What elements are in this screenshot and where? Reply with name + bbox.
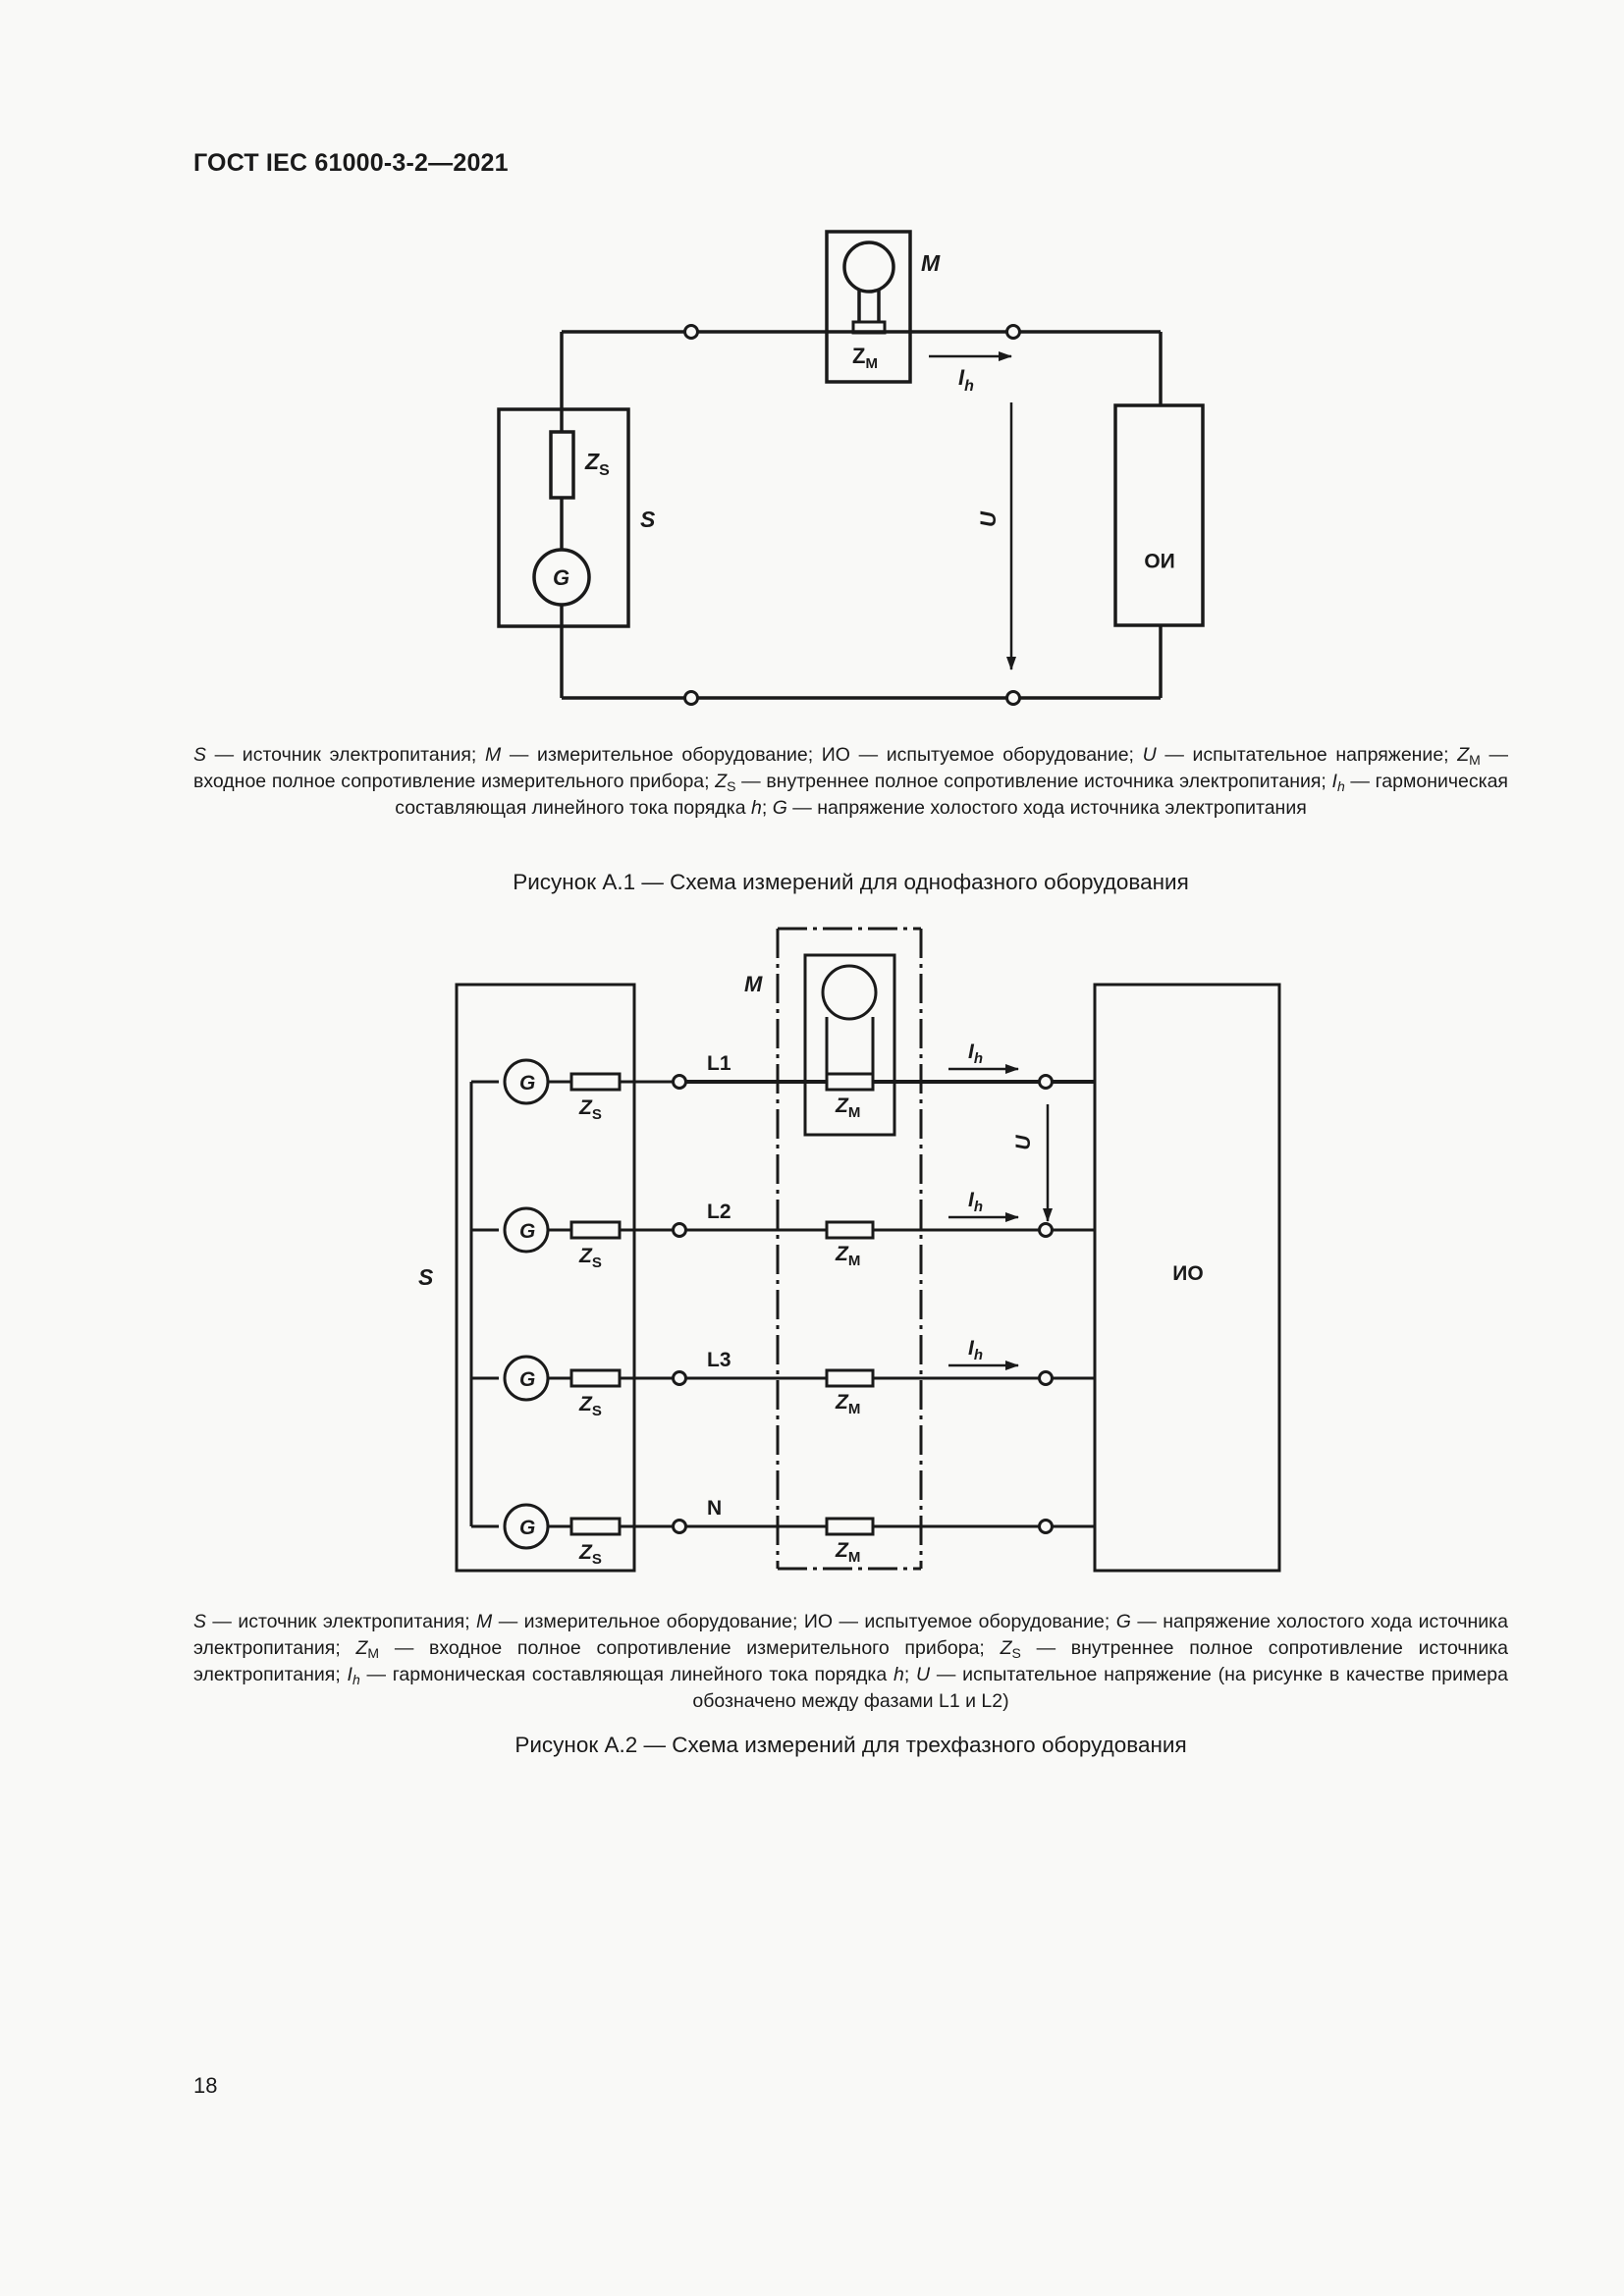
current-label: Ih bbox=[968, 1041, 983, 1067]
meter-box bbox=[825, 230, 912, 384]
terminal bbox=[1005, 690, 1021, 706]
page-number: 18 bbox=[193, 2073, 218, 2098]
phase-label: L1 bbox=[707, 1052, 731, 1075]
terminal bbox=[1038, 1370, 1054, 1386]
zs-resistor bbox=[569, 1220, 622, 1240]
generator-label: G bbox=[519, 1368, 535, 1391]
terminal bbox=[1038, 1074, 1054, 1090]
zs-label: ZS bbox=[578, 1096, 602, 1123]
zs-resistor bbox=[549, 430, 575, 500]
terminal bbox=[1005, 324, 1021, 340]
current-label: Ih bbox=[958, 365, 974, 395]
generator-label: G bbox=[519, 1072, 535, 1095]
meter-symbol bbox=[842, 240, 895, 294]
generator-label: G bbox=[553, 565, 569, 590]
eut-label: ИО bbox=[1172, 1262, 1203, 1285]
terminal bbox=[672, 1074, 687, 1090]
generator-label: G bbox=[519, 1220, 535, 1243]
zs-label: ZS bbox=[578, 1245, 602, 1271]
phase-label: N bbox=[707, 1497, 722, 1520]
eut-label: ИО bbox=[1144, 549, 1174, 571]
figure-a2-caption: Рисунок А.2 — Схема измерений для трехфа… bbox=[514, 1733, 1187, 1757]
zs-resistor bbox=[569, 1517, 622, 1536]
meter-symbol bbox=[821, 964, 878, 1021]
zs-resistor bbox=[569, 1072, 622, 1092]
terminal bbox=[672, 1370, 687, 1386]
source-box bbox=[455, 983, 636, 1573]
zm-resistor bbox=[825, 1368, 875, 1388]
phase-label: L3 bbox=[707, 1349, 731, 1371]
eut-box bbox=[1113, 403, 1205, 627]
zm-resistor bbox=[825, 1220, 875, 1240]
zm-label: ZM bbox=[835, 1243, 860, 1269]
phase-label: L2 bbox=[707, 1201, 731, 1223]
document-header: ГОСТ IEC 61000-3-2—2021 bbox=[193, 149, 509, 177]
meter-label: M bbox=[921, 250, 941, 276]
figure-a1-single-phase-diagram: M S G ИО ZS ZM Ih U bbox=[497, 230, 1205, 706]
figure-a1-caption: Рисунок А.1 — Схема измерений для однофа… bbox=[513, 870, 1189, 894]
source-label: S bbox=[418, 1264, 434, 1290]
eut-box bbox=[1093, 983, 1281, 1573]
source-box bbox=[497, 407, 630, 628]
zm-resistor bbox=[825, 1072, 875, 1092]
figure-a1-legend: S — источник электропитания; M — измерит… bbox=[193, 744, 1508, 819]
zm-label: ZM bbox=[852, 344, 878, 372]
zm-label: ZM bbox=[835, 1095, 860, 1121]
terminal bbox=[1038, 1222, 1054, 1238]
meter-box bbox=[803, 953, 896, 1137]
source-label: S bbox=[640, 507, 656, 532]
current-label: Ih bbox=[968, 1189, 983, 1215]
zm-resistor bbox=[851, 320, 887, 335]
generator-label: G bbox=[519, 1517, 535, 1539]
zs-label: ZS bbox=[578, 1541, 602, 1568]
terminal bbox=[1038, 1519, 1054, 1534]
voltage-label: U bbox=[1012, 1135, 1035, 1150]
voltage-label: U bbox=[976, 510, 1001, 527]
zs-label: ZS bbox=[584, 449, 610, 479]
zs-resistor bbox=[569, 1368, 622, 1388]
zm-label: ZM bbox=[835, 1391, 860, 1417]
terminal bbox=[672, 1519, 687, 1534]
terminal bbox=[683, 690, 699, 706]
zs-label: ZS bbox=[578, 1393, 602, 1419]
zm-label: ZM bbox=[835, 1539, 860, 1566]
figure-a2-legend: S — источник электропитания; M — измерит… bbox=[193, 1611, 1509, 1712]
current-label: Ih bbox=[968, 1337, 983, 1363]
terminal bbox=[683, 324, 699, 340]
zm-resistor bbox=[825, 1517, 875, 1536]
terminal bbox=[672, 1222, 687, 1238]
meter-label: M bbox=[744, 972, 763, 996]
